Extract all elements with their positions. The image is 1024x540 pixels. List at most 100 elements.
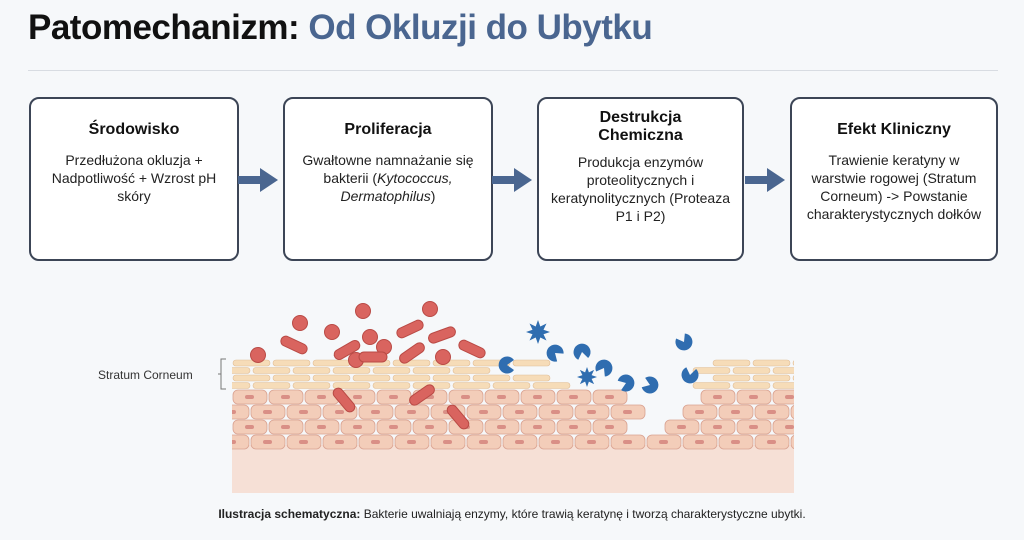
layer-bracket	[218, 358, 226, 390]
corneocyte	[232, 359, 271, 367]
caption-bold: Ilustracja schematyczna:	[218, 507, 361, 521]
corneocyte	[352, 374, 391, 382]
cell-nucleus	[281, 395, 290, 399]
cell-nucleus	[587, 440, 596, 444]
corneocyte	[252, 382, 291, 389]
cell-nucleus	[281, 425, 290, 429]
step-heading: Destrukcja Chemiczna	[598, 109, 683, 144]
title-accent: Od Okluzji do Ubytku	[308, 8, 653, 47]
corneocyte	[772, 367, 794, 374]
cell-nucleus	[245, 395, 254, 399]
dermis-base	[232, 445, 794, 493]
step-heading: Środowisko	[88, 121, 180, 138]
step-text: Produkcja enzymów proteolitycznych i ker…	[551, 154, 730, 224]
corneocyte	[692, 382, 731, 389]
corneocyte	[332, 367, 371, 374]
text-post: )	[430, 188, 436, 204]
corneocyte	[312, 374, 351, 382]
cell-nucleus	[497, 395, 506, 399]
cell-nucleus	[443, 440, 452, 444]
corneocyte	[252, 367, 291, 374]
cell-nucleus	[551, 410, 560, 414]
protease-star-icon	[577, 367, 597, 387]
cell-nucleus	[371, 440, 380, 444]
corneocyte	[712, 374, 751, 382]
cell-nucleus	[533, 395, 542, 399]
corneocyte	[292, 382, 331, 389]
enzyme-pacman-icon	[573, 343, 591, 360]
cell-nucleus	[605, 425, 614, 429]
divider	[28, 70, 998, 71]
cell-nucleus	[713, 395, 722, 399]
corneocyte	[712, 359, 751, 367]
cell-nucleus	[695, 410, 704, 414]
cell-nucleus	[353, 395, 362, 399]
skin-cell	[232, 404, 250, 420]
cell-nucleus	[623, 440, 632, 444]
corneocyte	[432, 374, 471, 382]
corneocyte	[232, 367, 251, 374]
cell-nucleus	[389, 395, 398, 399]
cell-nucleus	[515, 440, 524, 444]
cell-nucleus	[425, 425, 434, 429]
arrow-right-icon	[238, 168, 278, 192]
text-pre: Gwałtowne namnażanie się bakterii (	[302, 152, 474, 186]
enzyme-pacman-icon	[498, 356, 514, 374]
enzyme-pacman-icon	[595, 359, 613, 377]
corneocyte	[452, 382, 491, 389]
corneocyte	[532, 382, 571, 389]
rod-bacterium	[409, 384, 435, 406]
corneocyte	[512, 359, 551, 367]
cell-nucleus	[232, 440, 236, 444]
step-environment: Środowisko Przedłużona okluzja + Nadpotl…	[29, 97, 239, 261]
cell-nucleus	[731, 410, 740, 414]
cell-nucleus	[695, 440, 704, 444]
skin-cell	[772, 389, 794, 405]
corneocyte	[272, 359, 311, 367]
cell-nucleus	[551, 440, 560, 444]
skin-illustration	[232, 301, 794, 493]
coccus-bacterium	[292, 315, 308, 331]
cell-nucleus	[299, 410, 308, 414]
rod-bacterium	[332, 387, 356, 413]
cell-nucleus	[623, 410, 632, 414]
skin-cell	[772, 419, 794, 435]
coccus-bacterium	[250, 347, 266, 363]
corneocyte	[232, 374, 271, 382]
coccus-bacterium	[355, 303, 371, 319]
corneocyte	[792, 375, 794, 381]
cell-nucleus	[767, 440, 776, 444]
cell-nucleus	[659, 440, 668, 444]
coccus-bacterium	[324, 324, 340, 340]
corneocyte	[452, 367, 491, 374]
enzyme-pacman-icon	[546, 344, 564, 362]
corneocyte	[392, 359, 431, 367]
cell-nucleus	[335, 440, 344, 444]
corneocyte	[792, 360, 794, 366]
cell-nucleus	[479, 440, 488, 444]
corneocyte	[312, 359, 351, 367]
page-title: Patomechanizm: Od Okluzji do Ubytku	[28, 8, 653, 48]
skin-cell	[232, 434, 250, 450]
corneocyte	[472, 374, 511, 382]
corneocyte	[732, 367, 771, 374]
step-chemical-destruction: Destrukcja Chemiczna Produkcja enzymów p…	[537, 97, 744, 261]
rod-bacterium	[358, 351, 388, 363]
corneocyte	[772, 382, 794, 389]
stratum-corneum-label: Stratum Corneum	[98, 368, 193, 382]
cell-nucleus	[497, 425, 506, 429]
rod-bacterium	[458, 339, 486, 359]
corneocyte	[512, 374, 551, 382]
caption: Ilustracja schematyczna: Bakterie uwalni…	[0, 507, 1024, 521]
rod-bacterium	[428, 326, 456, 344]
cell-nucleus	[767, 410, 776, 414]
corneocyte	[752, 359, 791, 367]
corneocyte	[412, 367, 451, 374]
corneocyte	[272, 374, 311, 382]
enzyme-pacman-icon	[641, 376, 659, 394]
cell-nucleus	[569, 395, 578, 399]
title-main: Patomechanizm:	[28, 8, 300, 47]
step-heading: Proliferacja	[344, 121, 432, 138]
corneocyte	[752, 374, 791, 382]
coccus-bacterium	[362, 329, 378, 345]
